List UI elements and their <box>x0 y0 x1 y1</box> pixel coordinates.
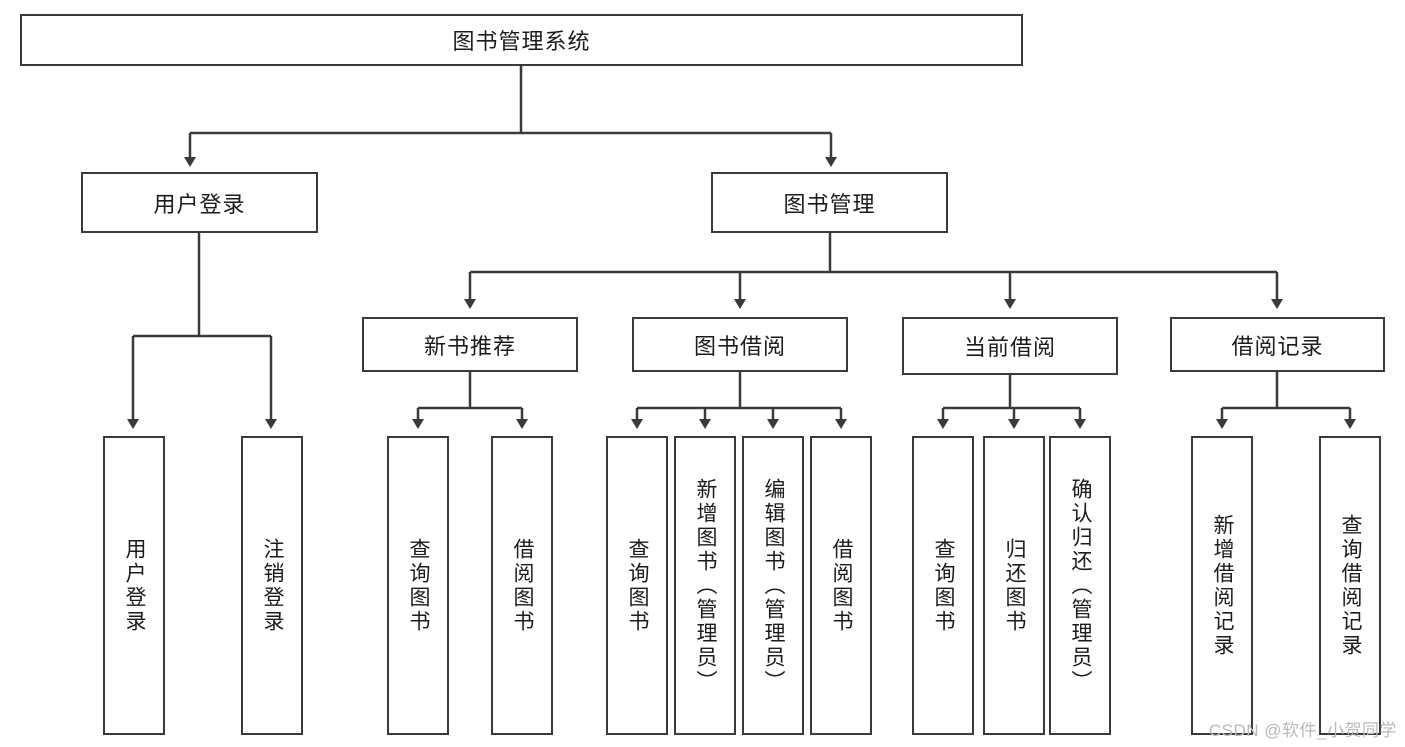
node-new-book-recommend[interactable]: 新书推荐 <box>362 317 578 372</box>
leaf-new-book-query[interactable]: 查询图书 <box>387 436 449 735</box>
node-user-login[interactable]: 用户登录 <box>81 172 318 233</box>
leaf-label: 归还图书 <box>1003 537 1027 634</box>
node-borrow-record-label: 借阅记录 <box>1231 333 1324 359</box>
leaf-current-borrow-query[interactable]: 查询图书 <box>912 436 974 735</box>
leaf-book-borrow-edit[interactable]: 编辑图书（管理员） <box>742 436 804 735</box>
leaf-book-borrow-add[interactable]: 新增图书（管理员） <box>674 436 736 735</box>
node-root[interactable]: 图书管理系统 <box>20 14 1023 66</box>
leaf-label: 编辑图书（管理员） <box>762 477 786 694</box>
watermark-text: CSDN @软件_小贺同学 <box>1208 721 1397 740</box>
leaf-label: 新增借阅记录 <box>1211 513 1235 658</box>
leaf-current-borrow-confirm-return[interactable]: 确认归还（管理员） <box>1049 436 1111 735</box>
leaf-user-login-signout[interactable]: 注销登录 <box>241 436 303 735</box>
leaf-label: 查询借阅记录 <box>1339 513 1363 658</box>
leaf-label: 用户登录 <box>123 537 147 634</box>
leaf-book-borrow-lend[interactable]: 借阅图书 <box>810 436 872 735</box>
leaf-new-book-borrow[interactable]: 借阅图书 <box>491 436 553 735</box>
leaf-label: 确认归还（管理员） <box>1069 477 1093 694</box>
node-new-book-recommend-label: 新书推荐 <box>423 333 516 359</box>
node-user-login-label: 用户登录 <box>153 191 246 217</box>
leaf-borrow-record-query[interactable]: 查询借阅记录 <box>1319 436 1381 735</box>
leaf-label: 新增图书（管理员） <box>694 477 718 694</box>
leaf-book-borrow-query[interactable]: 查询图书 <box>606 436 668 735</box>
leaf-label: 查询图书 <box>626 537 650 634</box>
node-borrow-record[interactable]: 借阅记录 <box>1170 317 1385 372</box>
node-current-borrow[interactable]: 当前借阅 <box>902 317 1118 375</box>
leaf-label: 查询图书 <box>932 537 956 634</box>
leaf-label: 借阅图书 <box>830 537 854 634</box>
leaf-label: 借阅图书 <box>511 537 535 634</box>
node-book-management-label: 图书管理 <box>783 191 876 217</box>
node-current-borrow-label: 当前借阅 <box>963 335 1056 360</box>
node-book-borrow-label: 图书借阅 <box>693 333 786 359</box>
leaf-current-borrow-return[interactable]: 归还图书 <box>983 436 1045 735</box>
node-root-label: 图书管理系统 <box>452 29 591 54</box>
leaf-user-login-signin[interactable]: 用户登录 <box>103 436 165 735</box>
leaf-label: 注销登录 <box>261 537 285 634</box>
leaf-label: 查询图书 <box>407 537 431 634</box>
leaf-borrow-record-add[interactable]: 新增借阅记录 <box>1191 436 1253 735</box>
node-book-management[interactable]: 图书管理 <box>711 172 948 233</box>
node-book-borrow[interactable]: 图书借阅 <box>632 317 848 372</box>
